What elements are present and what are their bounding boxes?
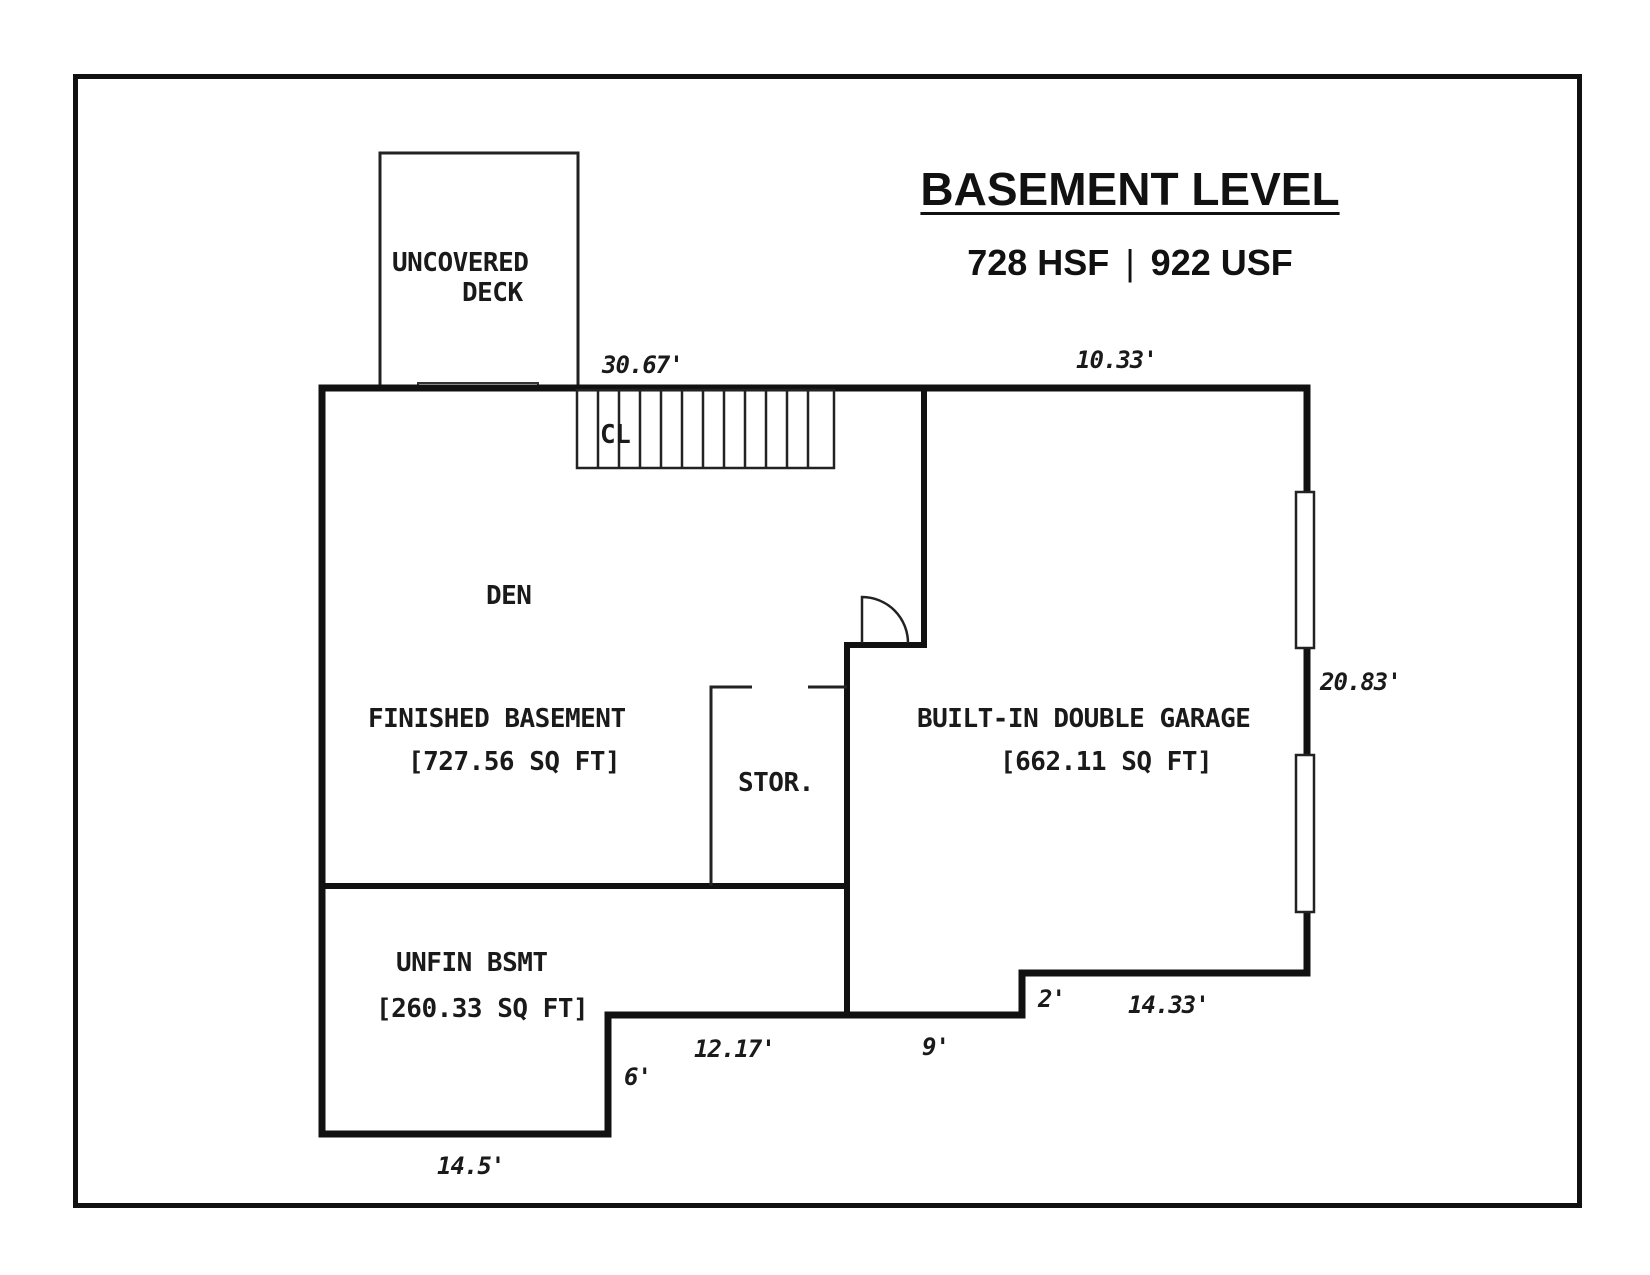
garage-window-upper	[1294, 490, 1316, 650]
deck-label-line2: DECK	[462, 278, 523, 308]
storage-label: STOR.	[738, 768, 814, 798]
unfinished-basement-area: [260.33 SQ FT]	[376, 994, 588, 1024]
dimension-step-6: 6'	[624, 1063, 651, 1091]
unheated-square-feet: 922 USF	[1150, 242, 1293, 283]
area-separator: |	[1125, 242, 1135, 283]
garage-window-lower	[1294, 753, 1316, 914]
dimension-right-side: 20.83'	[1319, 668, 1401, 696]
dimension-bottom-left: 14.5'	[437, 1152, 504, 1180]
plan-area-summary: 728 HSF | 922 USF	[930, 242, 1330, 284]
dimension-step-2: 2'	[1037, 985, 1065, 1013]
dimension-top-left: 30.67'	[601, 351, 683, 379]
deck-label-line1: UNCOVERED	[392, 248, 528, 278]
den-label: DEN	[486, 581, 531, 611]
garage-label: BUILT-IN DOUBLE GARAGE	[917, 704, 1250, 734]
finished-basement-label: FINISHED BASEMENT	[368, 704, 626, 734]
dimension-bottom-9: 9'	[922, 1033, 949, 1061]
dimension-top-right: 10.33'	[1076, 346, 1157, 374]
garage-wall	[844, 388, 927, 1015]
storage-room-wall	[709, 685, 847, 886]
garage-area: [662.11 SQ FT]	[1000, 747, 1212, 777]
plan-title: BASEMENT LEVEL	[920, 163, 1340, 215]
dimension-bottom-12: 12.17'	[694, 1035, 775, 1063]
unfinished-basement-label: UNFIN BSMT	[396, 948, 548, 978]
garage-door-swing	[860, 595, 910, 644]
dimension-bottom-garage: 14.33'	[1128, 991, 1209, 1019]
heated-square-feet: 728 HSF	[967, 242, 1110, 283]
finished-basement-area: [727.56 SQ FT]	[408, 747, 620, 777]
staircase	[575, 388, 836, 470]
closet-label: CL	[600, 420, 630, 450]
